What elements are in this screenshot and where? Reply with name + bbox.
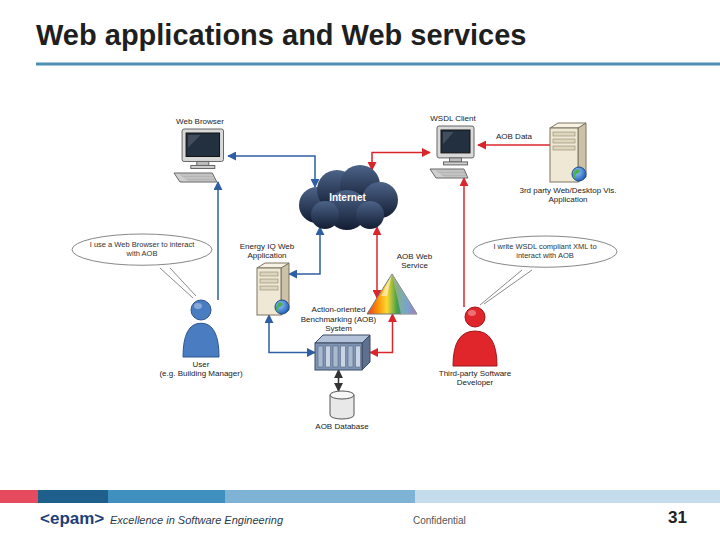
node-label: Internet xyxy=(329,192,366,204)
server-icon-graphic xyxy=(548,122,588,184)
node-label: AOB Database xyxy=(302,422,382,431)
developer-figure: Third-party Software Developer xyxy=(450,305,500,367)
node-label: I write WSDL compliant XML to interact w… xyxy=(489,243,601,260)
node-label: WSDL Client xyxy=(413,114,493,123)
slide-title: Web applications and Web services xyxy=(36,19,526,52)
bubble-tail xyxy=(480,270,522,305)
bubble-tail xyxy=(484,270,532,304)
computer-icon-graphic xyxy=(428,125,478,180)
node-label: 3rd party Web/Desktop Vis. Application xyxy=(513,186,623,204)
node-caption: AOB Web Service xyxy=(390,252,440,270)
connector-arrow xyxy=(372,153,430,171)
database-cylinder-graphic xyxy=(329,390,355,420)
node-caption: AOB Database xyxy=(302,422,382,431)
title-rule xyxy=(36,63,720,66)
footer-bar xyxy=(108,490,225,503)
connector-arrow xyxy=(376,227,378,298)
bubble-tail xyxy=(160,268,193,298)
node-caption: I use a Web Browser to interact with AOB xyxy=(71,233,213,266)
company-logo: <epam> xyxy=(40,509,104,529)
footer-slogan: Excellence in Software Engineering xyxy=(110,514,283,526)
computer-icon-graphic xyxy=(172,128,228,184)
footer-bar xyxy=(415,490,720,503)
node-caption: Action-oriented Benchmarking (AOB) Syste… xyxy=(300,305,378,333)
node-label: (e.g. Building Manager) xyxy=(146,369,256,378)
speech-bubble: I write WSDL compliant XML to interact w… xyxy=(472,235,618,268)
speech-bubble: I use a Web Browser to interact with AOB xyxy=(71,233,213,266)
server-icon: 3rd party Web/Desktop Vis. Application xyxy=(548,122,588,184)
node-label: Action-oriented Benchmarking (AOB) Syste… xyxy=(300,305,378,333)
bubble-tail xyxy=(170,268,196,296)
developer-figure-graphic xyxy=(450,305,500,367)
node-caption: Internet xyxy=(295,165,400,230)
node-label: Web Browser xyxy=(160,117,240,126)
page-number: 31 xyxy=(668,508,687,528)
computer-icon: WSDL Client xyxy=(428,125,478,180)
node-label: User xyxy=(146,360,256,369)
connector-arrow xyxy=(228,156,315,187)
node-caption: WSDL Client xyxy=(413,114,493,123)
database-cylinder: AOB Database xyxy=(329,390,355,420)
service-prism-graphic xyxy=(365,272,420,317)
internet-cloud: Internet xyxy=(295,165,400,230)
service-prism: AOB Web Service xyxy=(365,272,420,317)
node-label: Third-party Software Developer xyxy=(430,369,520,387)
footer-bar xyxy=(0,490,38,503)
server-icon: Energy IQ Web Application xyxy=(255,262,291,317)
connector-arrow xyxy=(463,178,465,307)
node-label: I use a Web Browser to interact with AOB xyxy=(88,241,196,258)
node-label: Energy IQ Web Application xyxy=(235,242,299,260)
user-figure: User(e.g. Building Manager) xyxy=(180,298,222,358)
server-icon-graphic xyxy=(255,262,291,317)
system-rack: Action-oriented Benchmarking (AOB) Syste… xyxy=(315,335,370,370)
node-caption: User(e.g. Building Manager) xyxy=(146,360,256,378)
node-label: AOB Web Service xyxy=(390,252,440,270)
node-caption: Web Browser xyxy=(160,117,240,126)
footer-note: Confidential xyxy=(413,515,466,526)
footer-bar xyxy=(225,490,415,503)
node-caption: Third-party Software Developer xyxy=(430,369,520,387)
connector-arrow xyxy=(478,144,550,146)
system-rack-graphic xyxy=(315,335,370,370)
connector-arrow xyxy=(217,182,219,300)
edge-label: AOB Data xyxy=(494,132,534,141)
computer-icon: Web Browser xyxy=(172,128,228,184)
node-caption: Energy IQ Web Application xyxy=(235,242,299,260)
connector-arrow xyxy=(338,370,340,391)
user-figure-graphic xyxy=(180,298,222,358)
footer-bar xyxy=(38,490,108,503)
node-caption: 3rd party Web/Desktop Vis. Application xyxy=(513,186,623,204)
node-caption: I write WSDL compliant XML to interact w… xyxy=(472,235,618,268)
